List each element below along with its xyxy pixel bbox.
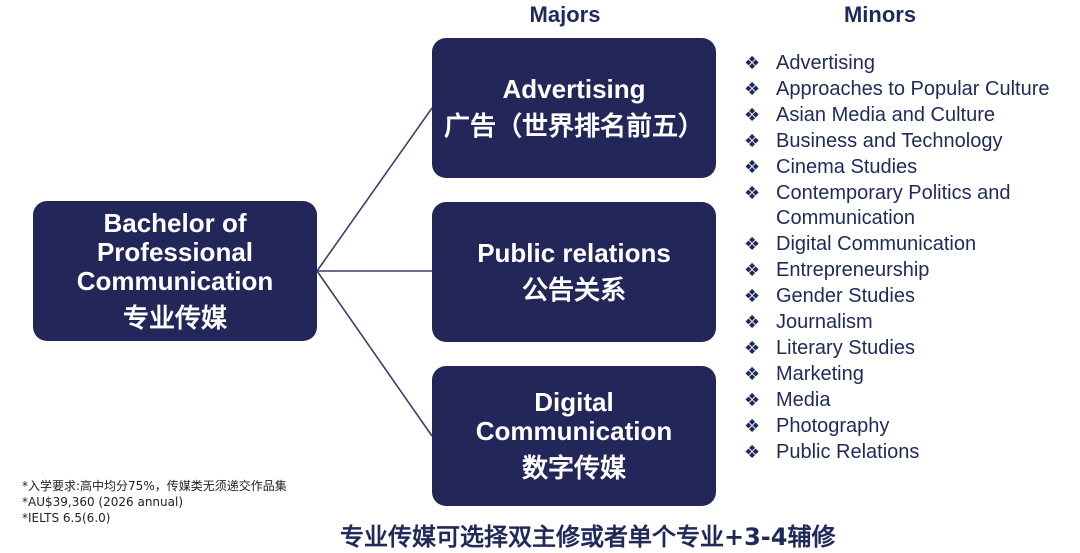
minor-label: Contemporary Politics and Communication bbox=[776, 181, 1011, 230]
minor-item: ❖ Photography bbox=[744, 414, 1078, 440]
minor-item: ❖ Asian Media and Culture bbox=[744, 103, 1078, 129]
minor-label: Literary Studies bbox=[776, 336, 915, 359]
diamond-bullet-icon: ❖ bbox=[744, 441, 761, 462]
minor-item: ❖ Public Relations bbox=[744, 440, 1078, 466]
degree-box: Bachelor of Professional Communication 专… bbox=[33, 201, 317, 341]
minor-label: Advertising bbox=[776, 52, 875, 74]
diamond-bullet-icon: ❖ bbox=[744, 182, 761, 203]
minor-label: Asian Media and Culture bbox=[776, 103, 996, 126]
minor-label: Approaches to Popular Culture bbox=[776, 77, 1050, 100]
degree-title-en: Bachelor of Professional Communication bbox=[76, 207, 274, 296]
major-box-public-relations: Public relations 公告关系 bbox=[432, 202, 716, 342]
degree-title-zh: 专业传媒 bbox=[122, 303, 227, 334]
minor-label: Entrepreneurship bbox=[776, 259, 930, 282]
minor-item: ❖ Marketing bbox=[744, 362, 1078, 388]
minors-list: ❖ Advertising ❖ Approaches to Popular Cult… bbox=[744, 51, 1078, 466]
minor-item: ❖ Entrepreneurship bbox=[744, 258, 1078, 284]
minor-item: ❖ Contemporary Politics and Communication bbox=[744, 181, 1078, 233]
minor-item: ❖ Business and Technology bbox=[744, 129, 1078, 155]
connector-advertising bbox=[316, 107, 433, 272]
minor-item: ❖ Literary Studies bbox=[744, 336, 1078, 362]
minor-label: Digital Communication bbox=[776, 233, 977, 256]
minor-item: ❖ Media bbox=[744, 388, 1078, 414]
note-line: *IELTS 6.5(6.0) bbox=[22, 511, 111, 525]
note-line: *AU$39,360 (2026 annual) bbox=[22, 495, 184, 509]
majors-heading: Majors bbox=[529, 2, 601, 27]
diamond-bullet-icon: ❖ bbox=[744, 156, 761, 177]
diamond-bullet-icon: ❖ bbox=[744, 104, 761, 125]
diamond-bullet-icon: ❖ bbox=[744, 78, 761, 99]
minor-label: Public Relations bbox=[776, 440, 920, 463]
minor-label: Journalism bbox=[776, 311, 873, 334]
major-name-en: Public relations bbox=[477, 237, 671, 268]
connector-digital-communication bbox=[316, 270, 433, 437]
diamond-bullet-icon: ❖ bbox=[744, 260, 761, 281]
minor-label: Marketing bbox=[776, 362, 864, 385]
diamond-bullet-icon: ❖ bbox=[744, 363, 761, 384]
requirement-notes: *入学要求:高中均分75%，传媒类无须递交作品集 *AU$39,360 (202… bbox=[22, 478, 287, 526]
diamond-bullet-icon: ❖ bbox=[744, 337, 761, 358]
major-box-advertising: Advertising 广告（世界排名前五） bbox=[432, 38, 716, 178]
minor-label: Cinema Studies bbox=[776, 155, 918, 178]
diamond-bullet-icon: ❖ bbox=[744, 312, 761, 333]
minor-label: Media bbox=[776, 388, 831, 411]
major-name-zh: 数字传媒 bbox=[521, 454, 626, 484]
diamond-bullet-icon: ❖ bbox=[744, 130, 761, 151]
minor-label: Gender Studies bbox=[776, 285, 915, 308]
major-name-zh: 广告（世界排名前五） bbox=[443, 111, 704, 142]
diamond-bullet-icon: ❖ bbox=[744, 53, 761, 73]
diamond-bullet-icon: ❖ bbox=[744, 286, 761, 307]
minor-item: ❖ Gender Studies bbox=[744, 284, 1078, 310]
major-name-en: Digital Communication bbox=[475, 387, 673, 446]
minor-item: ❖ Advertising bbox=[744, 51, 1078, 77]
major-name-en: Advertising bbox=[502, 73, 646, 104]
minor-item: ❖ Digital Communication bbox=[744, 232, 1078, 258]
minor-item: ❖ Approaches to Popular Culture bbox=[744, 77, 1078, 103]
minor-label: Photography bbox=[776, 414, 890, 437]
diamond-bullet-icon: ❖ bbox=[744, 234, 761, 255]
minors-heading: Minors bbox=[843, 2, 917, 27]
minor-label: Business and Technology bbox=[776, 129, 1003, 152]
diamond-bullet-icon: ❖ bbox=[744, 415, 761, 436]
diamond-bullet-icon: ❖ bbox=[744, 389, 761, 410]
major-name-zh: 公告关系 bbox=[521, 275, 626, 306]
footer-caption: 专业传媒可选择双主修或者单个专业+3-4辅修 bbox=[340, 523, 836, 551]
minor-item: ❖ Journalism bbox=[744, 310, 1078, 336]
note-line: *入学要求:高中均分75%，传媒类无须递交作品集 bbox=[22, 479, 287, 493]
minor-item: ❖ Cinema Studies bbox=[744, 155, 1078, 181]
major-box-digital-communication: Digital Communication 数字传媒 bbox=[432, 366, 716, 506]
